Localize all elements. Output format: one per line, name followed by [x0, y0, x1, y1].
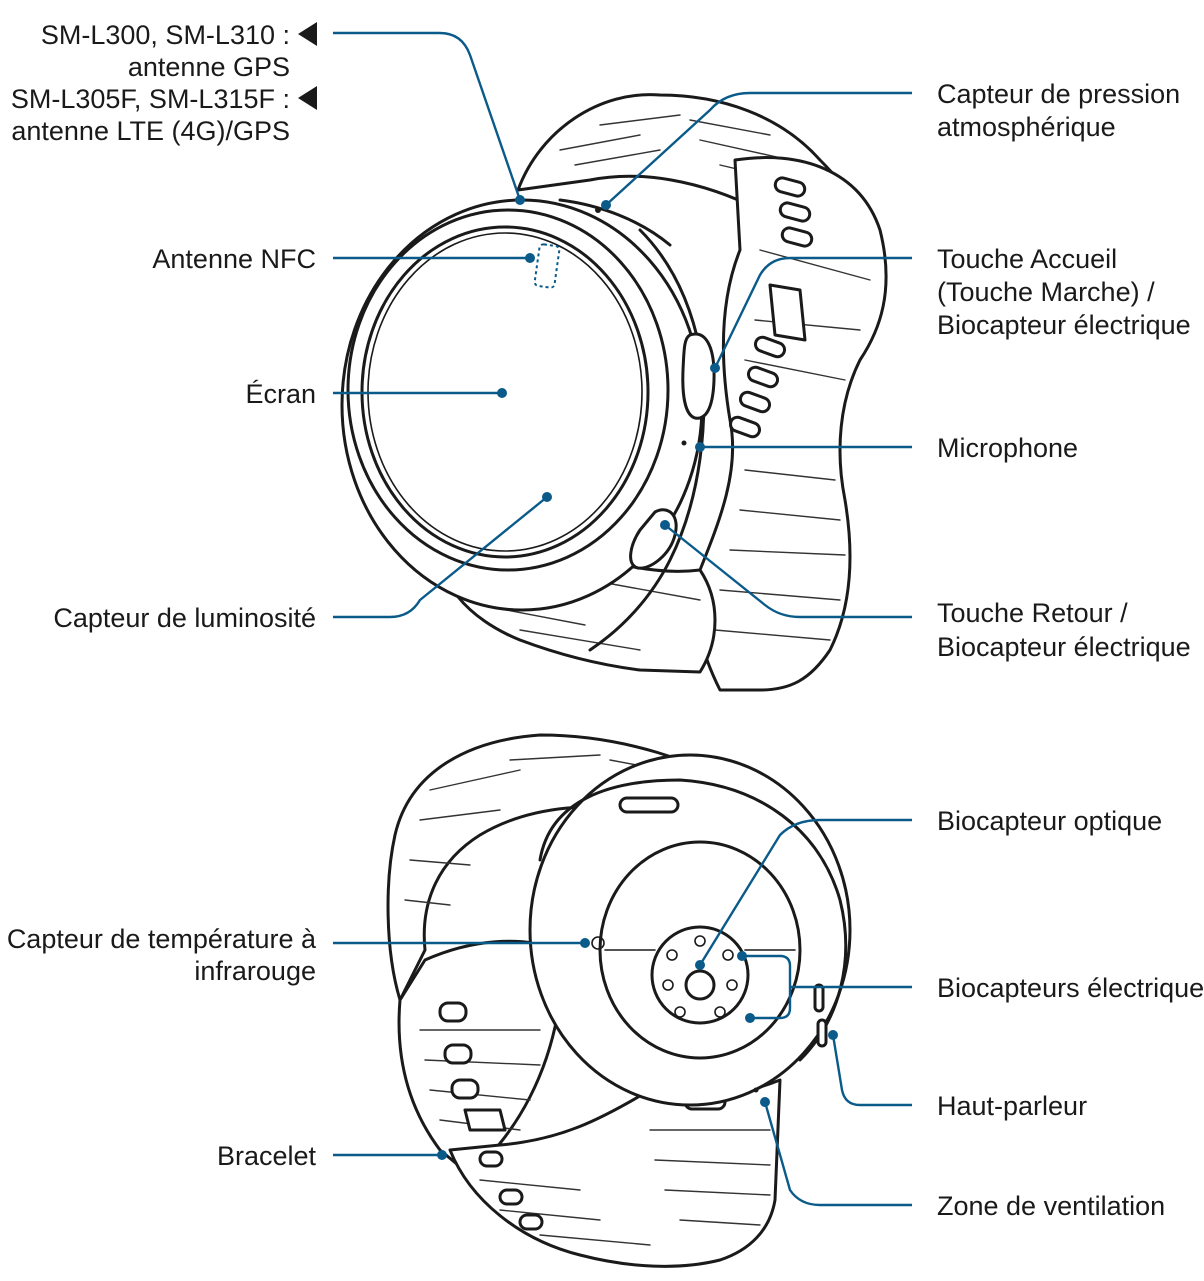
label-light-sensor: Capteur de luminosité [53, 603, 316, 633]
label-nfc: Antenne NFC [152, 244, 316, 274]
rear-watch-illustration [386, 733, 852, 1268]
label-pressure-line2: atmosphérique [937, 112, 1116, 142]
label-home-line1: Touche Accueil [937, 244, 1117, 274]
leader-pressure-sensor [605, 91, 912, 206]
leader-optical [698, 818, 912, 966]
label-screen: Écran [245, 379, 316, 409]
leader-vent [763, 1101, 912, 1207]
label-speaker: Haut-parleur [937, 1091, 1087, 1121]
label-models-gps-line2: antenne GPS [128, 52, 290, 82]
front-watch-illustration [340, 93, 888, 692]
label-back-line1: Touche Retour / [937, 598, 1128, 628]
label-ir-line2: infrarouge [194, 956, 316, 986]
leader-speaker [831, 1034, 912, 1107]
leader-gps-antenna [333, 31, 522, 201]
pointer-icon [298, 86, 317, 110]
label-electrical: Biocapteurs électriques [937, 973, 1204, 1003]
front-labels: SM-L300, SM-L310 : antenne GPS SM-L305F,… [11, 20, 1191, 662]
label-home-line3: Biocapteur électrique [937, 310, 1191, 340]
label-back-line2: Biocapteur électrique [937, 632, 1191, 662]
leader-back-key [664, 524, 912, 619]
label-home-line2: (Touche Marche) / [937, 277, 1155, 307]
leader-light-sensor [333, 496, 548, 619]
label-microphone: Microphone [937, 433, 1078, 463]
rear-leaders [333, 818, 912, 1207]
label-vent: Zone de ventilation [937, 1191, 1165, 1221]
label-ir-line1: Capteur de température à [7, 924, 317, 954]
label-models-lte-line2: antenne LTE (4G)/GPS [11, 116, 290, 146]
label-models-lte-line1: SM-L305F, SM-L315F : [11, 84, 290, 114]
label-optical: Biocapteur optique [937, 806, 1162, 836]
rear-labels: Biocapteur optique Capteur de températur… [7, 806, 1204, 1221]
pointer-icon [298, 22, 317, 46]
label-pressure-line1: Capteur de pression [937, 79, 1180, 109]
label-models-gps-line1: SM-L300, SM-L310 : [41, 20, 290, 50]
leader-home-key [713, 256, 912, 369]
label-strap: Bracelet [217, 1141, 317, 1171]
front-leaders [333, 31, 912, 619]
